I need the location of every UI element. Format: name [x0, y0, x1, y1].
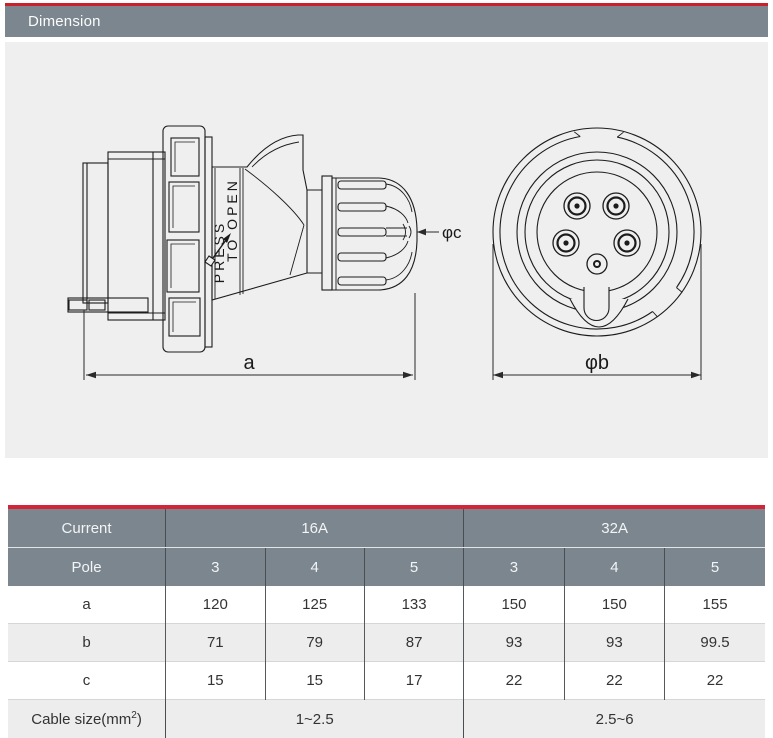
value-cell: 120 [165, 586, 265, 624]
value-cell: 15 [264, 661, 365, 700]
dimension-b: φb [492, 244, 702, 380]
pole-cell: 4 [264, 547, 365, 586]
dimension-drawing-panel: PRESS TO OPEN a φc [5, 42, 768, 458]
table-row-pole: Pole 3 4 5 3 4 5 [8, 547, 765, 586]
header-32a: 32A [463, 507, 765, 548]
value-cell: 93 [563, 623, 665, 662]
section-header: Dimension [5, 6, 768, 37]
pin [602, 192, 630, 220]
header-pole: Pole [8, 547, 166, 586]
value-cell: 22 [463, 661, 565, 700]
value-cell: 133 [363, 586, 464, 624]
value-cell: 150 [463, 586, 565, 624]
cable-size-16a: 1~2.5 [165, 699, 464, 738]
header-16a: 16A [165, 507, 464, 548]
pin [563, 192, 591, 220]
dimension-spec-table: Current 16A 32A Pole 3 4 5 3 4 5 a 120 1… [8, 505, 765, 738]
dimension-a: a [83, 293, 416, 380]
pole-cell: 3 [165, 547, 265, 586]
header-current: Current [8, 507, 166, 548]
accent-top-line [5, 3, 768, 6]
value-cell: 125 [264, 586, 365, 624]
table-row-a: a 120 125 133 150 150 155 [8, 586, 765, 624]
dim-a-label: a [243, 352, 255, 374]
plug-front-view [492, 127, 702, 337]
value-cell: 87 [363, 623, 464, 662]
pole-cell: 5 [664, 547, 765, 586]
section-title: Dimension [28, 13, 101, 30]
pin [552, 229, 580, 257]
press-to-open-indicator [204, 233, 231, 267]
cable-size-32a: 2.5~6 [463, 699, 765, 738]
value-cell: 155 [664, 586, 765, 624]
pilot-pin [586, 253, 608, 275]
dimension-c: φc [417, 223, 462, 242]
table-row-cable-size: Cable size(mm2) 1~2.5 2.5~6 [8, 699, 765, 738]
press-to-open-label: PRESS TO OPEN [211, 178, 240, 283]
row-label: c [8, 661, 166, 700]
value-cell: 150 [563, 586, 665, 624]
value-cell: 79 [264, 623, 365, 662]
contact-pins [552, 192, 641, 275]
value-cell: 99.5 [664, 623, 765, 662]
pole-cell: 5 [363, 547, 464, 586]
technical-drawing: PRESS TO OPEN a φc [67, 125, 702, 380]
row-label: b [8, 623, 166, 662]
value-cell: 22 [664, 661, 765, 700]
table-row-b: b 71 79 87 93 93 99.5 [8, 623, 765, 662]
value-cell: 71 [165, 623, 265, 662]
pole-cell: 3 [463, 547, 565, 586]
value-cell: 15 [165, 661, 265, 700]
value-cell: 17 [363, 661, 464, 700]
value-cell: 93 [463, 623, 565, 662]
dim-b-label: φb [585, 352, 609, 374]
dim-c-label: φc [442, 223, 462, 242]
cable-size-label: Cable size(mm2) [8, 699, 166, 738]
table-row-c: c 15 15 17 22 22 22 [8, 661, 765, 700]
press-label-line2: TO OPEN [224, 178, 240, 262]
row-label: a [82, 596, 91, 613]
pin [613, 229, 641, 257]
table-row-current: Current 16A 32A [8, 507, 765, 548]
pole-cell: 4 [563, 547, 665, 586]
plug-side-view [67, 125, 418, 353]
press-label-line1: PRESS [211, 221, 227, 283]
value-cell: 22 [563, 661, 665, 700]
